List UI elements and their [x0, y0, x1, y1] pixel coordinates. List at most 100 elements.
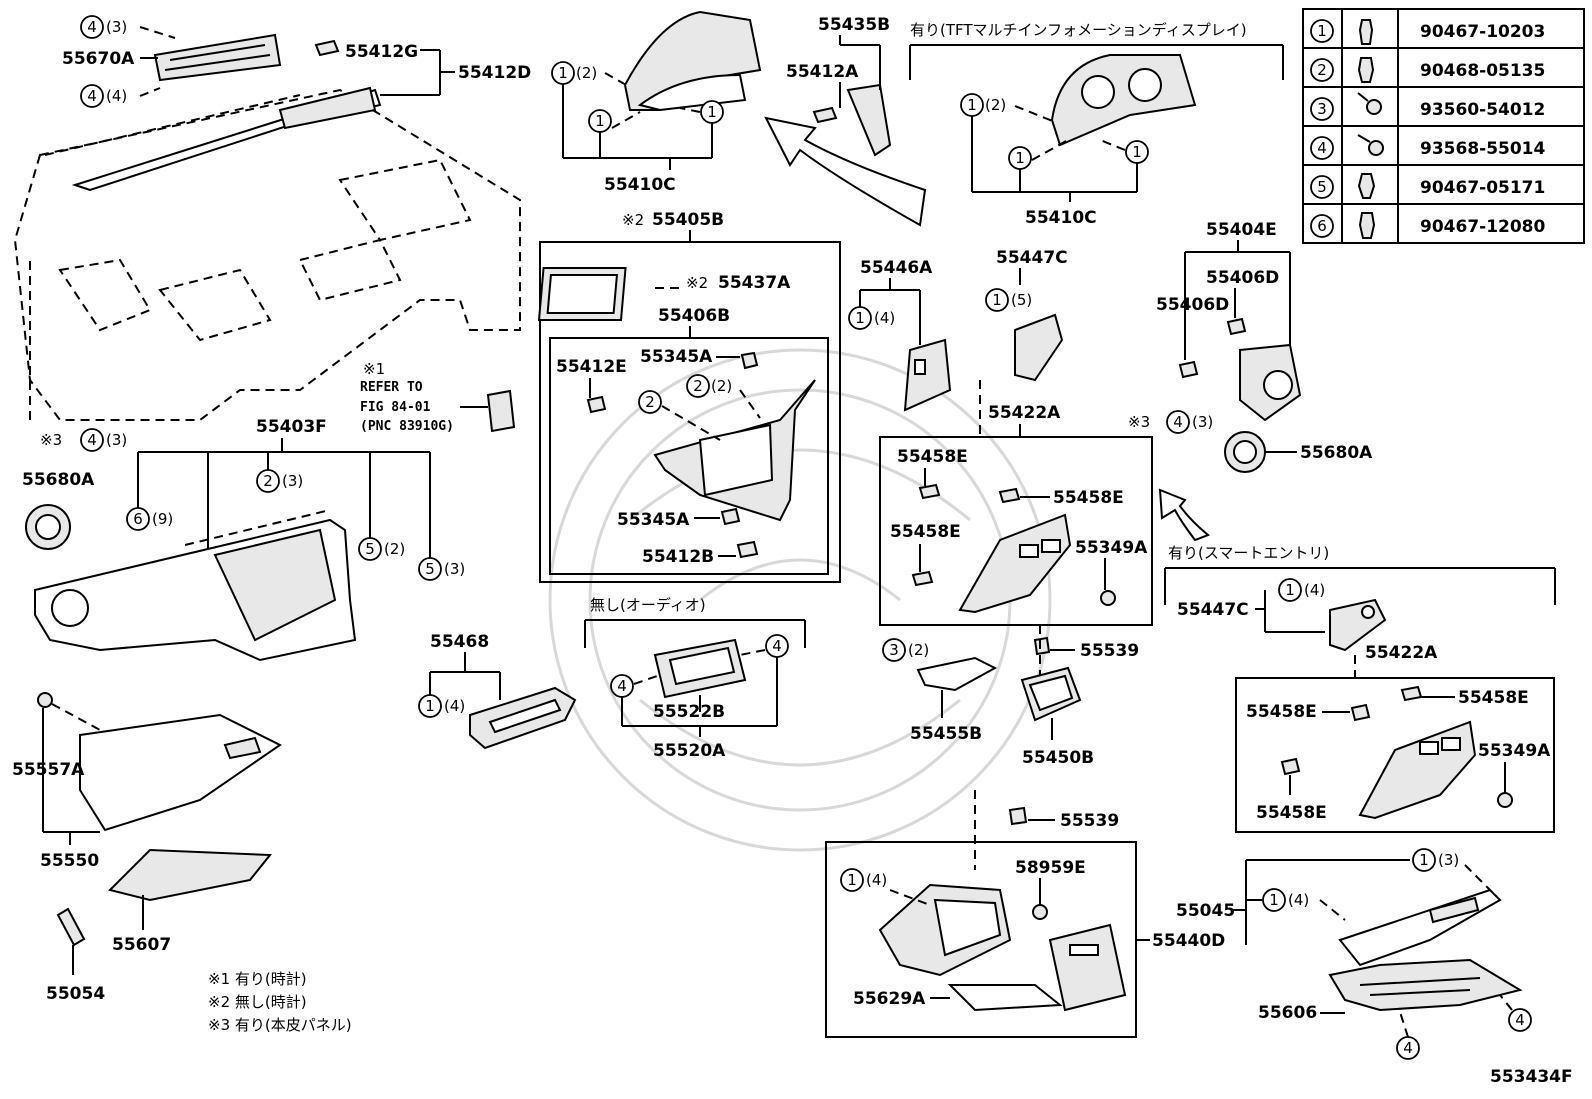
damper-55054 [56, 907, 86, 947]
table-row: 2 90468-05135 [1310, 57, 1545, 83]
part-label-55447C: 55447C [996, 248, 1068, 268]
table-row: 4 93568-55014 [1310, 134, 1546, 160]
part-label-55410C: 55410C [1025, 208, 1097, 228]
part-label-55406D: 55406D [1156, 295, 1229, 315]
clip-55458E [1280, 757, 1301, 776]
part-label-55680A: 55680A [22, 470, 95, 490]
part-label-55404E: 55404E [1206, 220, 1277, 240]
part-label-55345A: 55345A [617, 510, 690, 530]
clip-55412B [736, 540, 759, 559]
qty-label: (5) [1011, 291, 1032, 309]
svg-text:1: 1 [855, 309, 865, 327]
part-label-55680A: 55680A [1300, 443, 1373, 463]
fastener-part-number: 90467-05171 [1420, 178, 1545, 198]
register-55680A-left [25, 504, 71, 550]
part-label-55410C: 55410C [604, 175, 676, 195]
tray-55450B [1020, 666, 1082, 722]
part-label-55539: 55539 [1080, 641, 1139, 661]
part-label-55412B: 55412B [642, 547, 714, 567]
note-mark2: ※2 [622, 211, 644, 229]
clip-55539 [1033, 636, 1051, 656]
note-footnote-3: ※3 有り(本皮パネル) [208, 1016, 352, 1034]
side-trim-55446A [903, 338, 952, 412]
part-label-55455B: 55455B [910, 724, 982, 744]
cushion-58959E [1032, 904, 1048, 920]
side-trim-55447C-smart [1329, 598, 1387, 652]
svg-text:6: 6 [133, 510, 143, 528]
qty-label: (2) [711, 377, 732, 395]
register-55680A-right [1224, 431, 1266, 473]
clip-55345A [740, 351, 759, 370]
qty-label: (4) [874, 309, 895, 327]
svg-text:1: 1 [1132, 143, 1142, 161]
part-label-55422A: 55422A [1365, 643, 1438, 663]
clip-55458E [1350, 703, 1371, 722]
fastener-table: 1 90467-10203 2 90468-05135 3 93560-5401… [1302, 8, 1585, 244]
note-footnote-2: ※2 無し(時計) [208, 993, 307, 1011]
qty-label: (4) [106, 87, 127, 105]
clip-55345A-lower [720, 507, 741, 526]
note-refer-line2: FIG 84-01 [360, 400, 431, 415]
svg-text:4: 4 [87, 87, 97, 105]
note-refer-line1: REFER TO [360, 380, 423, 395]
svg-text:1: 1 [558, 64, 568, 82]
qty-label: (3) [106, 18, 127, 36]
svg-text:4: 4 [87, 431, 97, 449]
fastener-num: 3 [1317, 100, 1327, 118]
part-label-55458E: 55458E [1246, 702, 1317, 722]
svg-text:1: 1 [1285, 581, 1295, 599]
fastener-part-number: 90467-10203 [1420, 22, 1545, 42]
part-label-55458E: 55458E [1458, 688, 1529, 708]
part-label-55522B: 55522B [653, 702, 725, 722]
qty-label: (9) [152, 510, 173, 528]
screw-icon [1357, 134, 1384, 156]
svg-text:2: 2 [263, 472, 273, 490]
svg-text:4: 4 [772, 637, 782, 655]
svg-text:5: 5 [425, 560, 435, 578]
qty-label: (3) [106, 431, 127, 449]
qty-label: (4) [1304, 581, 1325, 599]
part-label-55458E: 55458E [897, 447, 968, 467]
part-label-55458E: 55458E [890, 522, 961, 542]
svg-text:4: 4 [1173, 413, 1183, 431]
part-label-55440D: 55440D [1152, 931, 1225, 951]
part-label-55412E: 55412E [556, 357, 627, 377]
knob-55349A [1497, 792, 1513, 808]
switch-panel-55670A [153, 33, 282, 82]
knob-55349A [1100, 590, 1116, 606]
center-bezel-55406B [653, 379, 816, 522]
note-no-audio: 無し(オーディオ) [590, 596, 706, 614]
pocket-55520A [653, 638, 747, 699]
svg-text:2: 2 [645, 393, 655, 411]
qty-label: (2) [908, 641, 929, 659]
fastener-num: 5 [1317, 178, 1327, 196]
part-label-55405B: 55405B [652, 210, 724, 230]
fastener-part-number: 90467-12080 [1420, 217, 1546, 237]
part-label-55670A: 55670A [62, 49, 135, 69]
svg-text:3: 3 [889, 641, 899, 659]
meter-hood-right [1050, 54, 1197, 147]
table-row: 6 90467-12080 [1310, 212, 1546, 239]
part-label-55422A: 55422A [988, 403, 1061, 423]
meter-hood-left [623, 10, 762, 112]
fastener-part-number: 93560-54012 [1420, 100, 1545, 120]
table-row: 3 93560-54012 [1310, 92, 1545, 121]
svg-text:1: 1 [1015, 149, 1025, 167]
svg-text:4: 4 [1515, 1011, 1525, 1029]
part-label-55349A: 55349A [1075, 538, 1148, 558]
dash-panel-outline [13, 88, 521, 421]
clip-55406D [1226, 317, 1247, 336]
table-row: 5 90467-05171 [1310, 173, 1545, 199]
bracket-55455B [916, 656, 998, 692]
part-label-55458E: 55458E [1256, 803, 1327, 823]
part-label-55412G: 55412G [345, 42, 418, 62]
fastener-num: 4 [1317, 139, 1327, 157]
qty-label: (2) [985, 96, 1006, 114]
part-label-55412A: 55412A [786, 62, 859, 82]
note-footnote-1: ※1 有り(時計) [208, 970, 307, 988]
qty-label: (3) [444, 560, 465, 578]
svg-text:2: 2 [693, 377, 703, 395]
part-label-55412D: 55412D [458, 63, 531, 83]
glove-box-door-55607 [108, 848, 273, 902]
